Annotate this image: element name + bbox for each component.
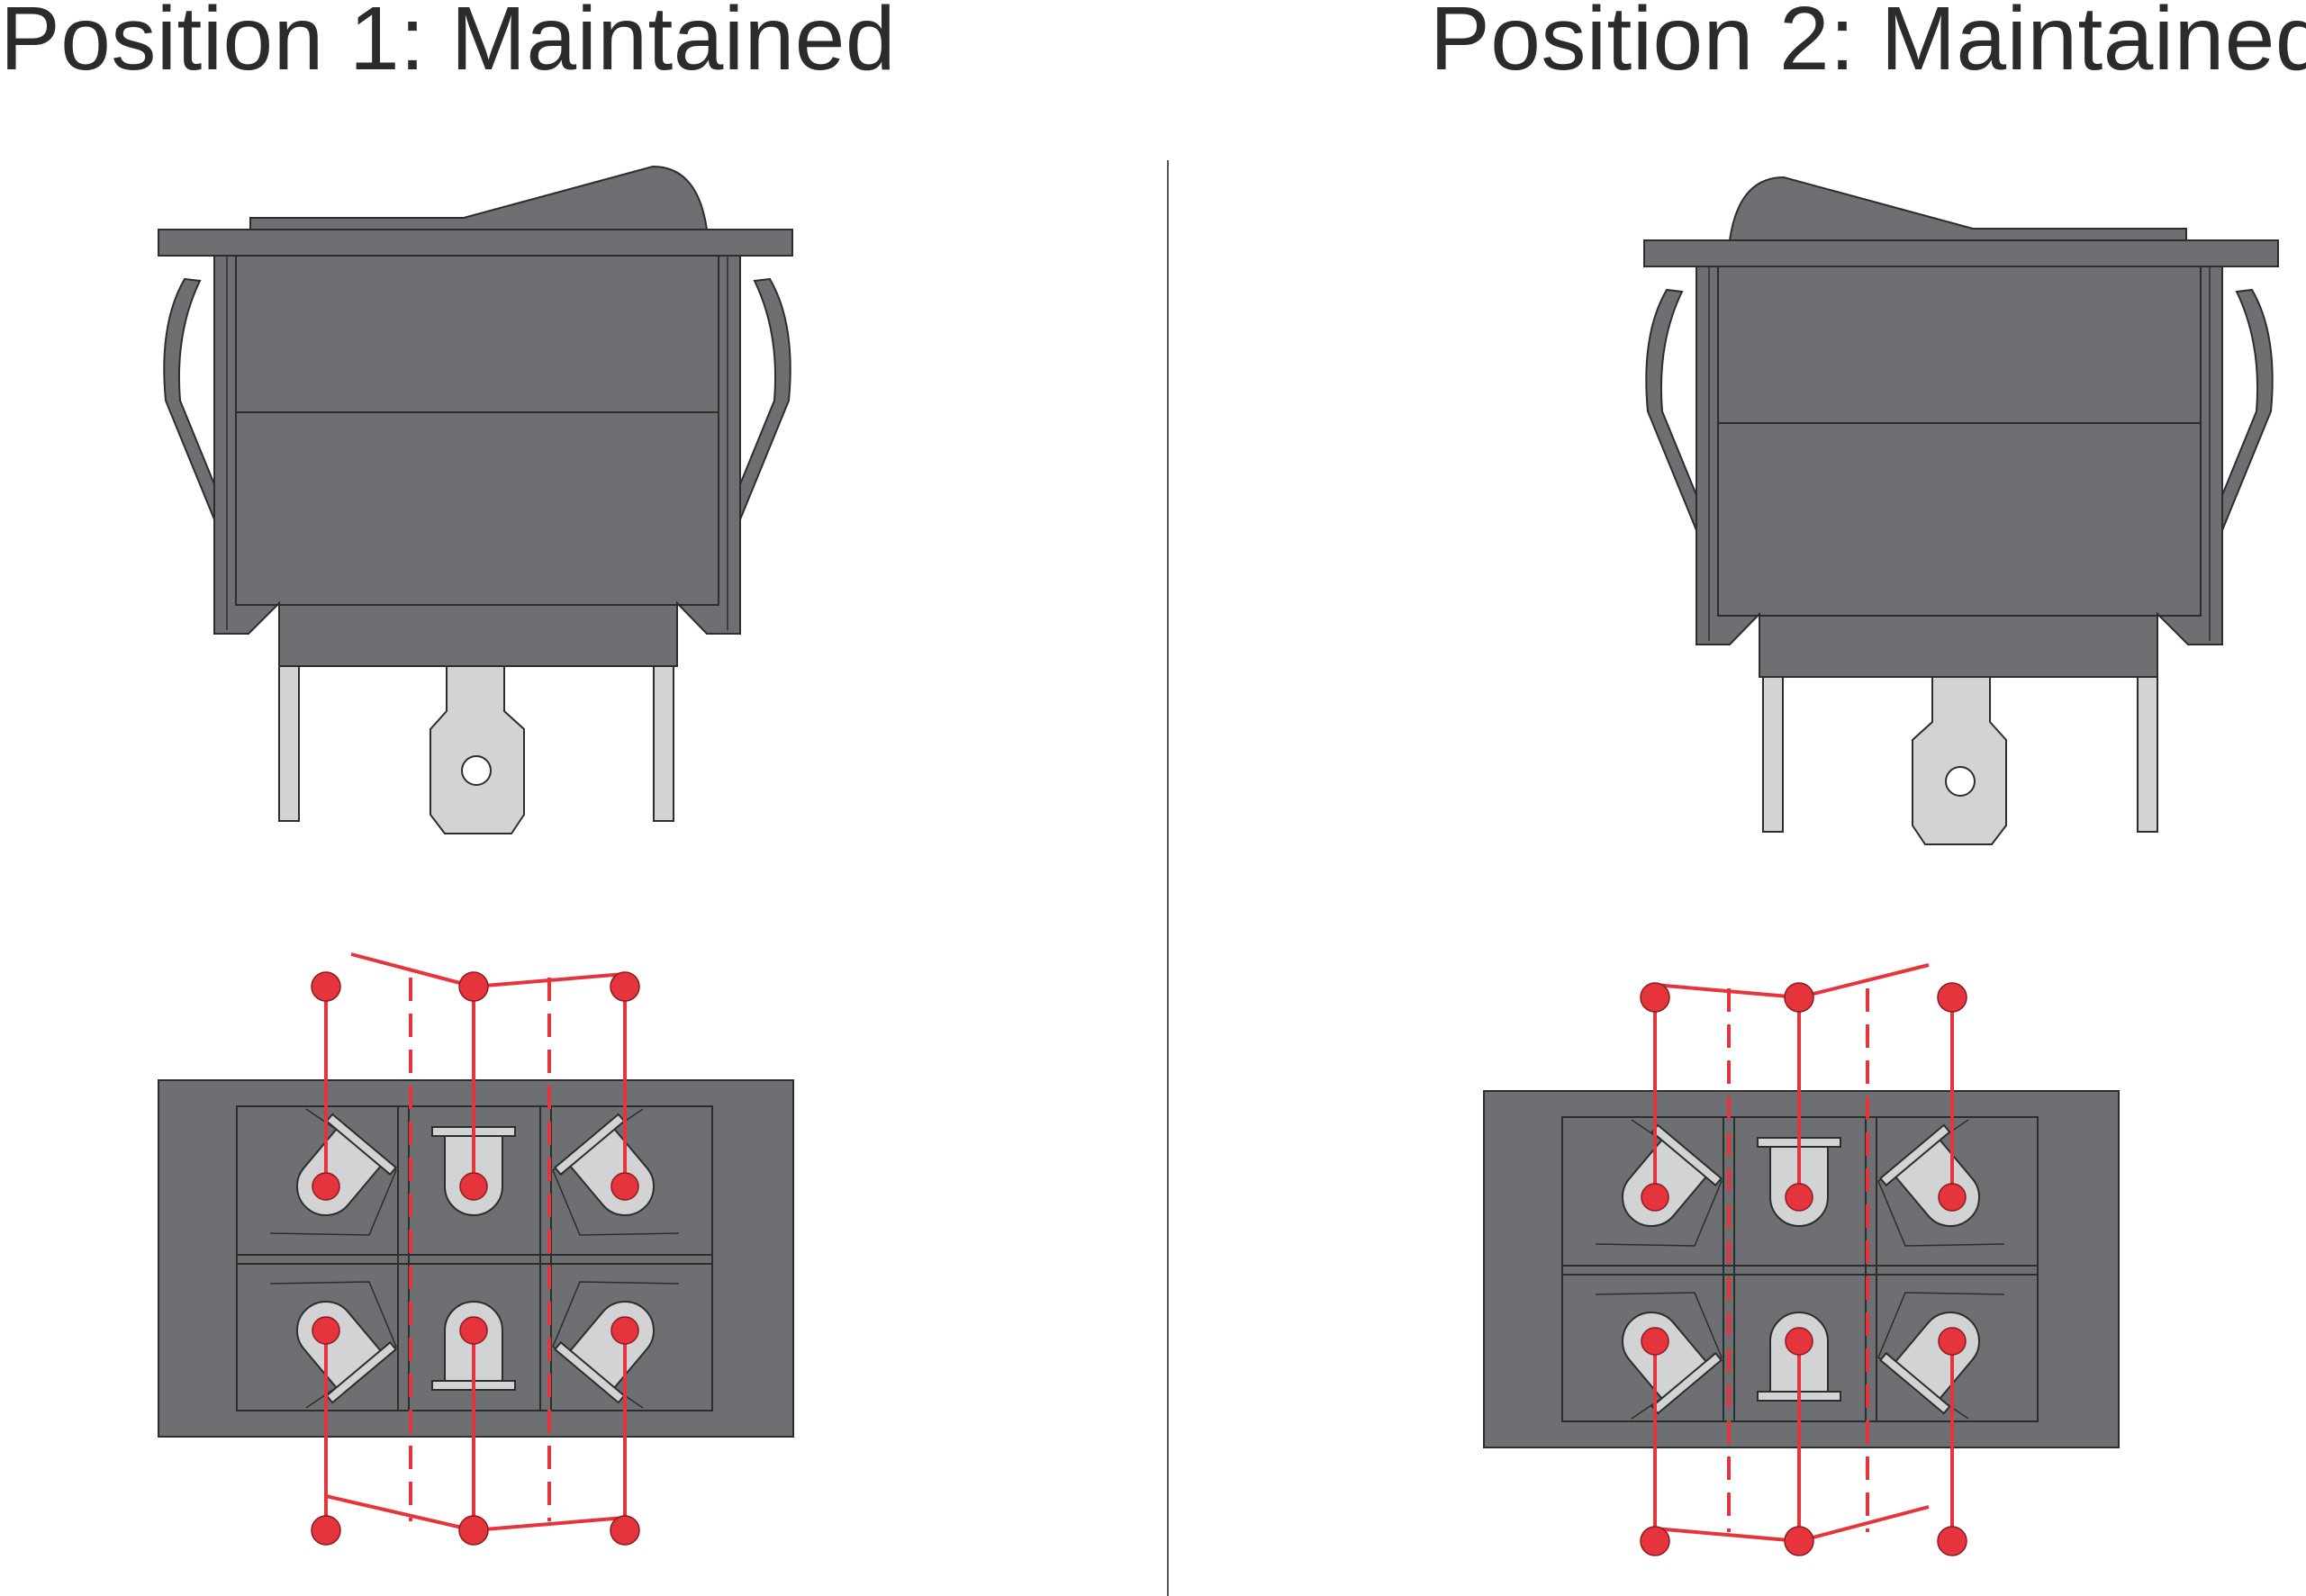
position-2-contact-dots [1640,982,1967,1556]
position-1-circuit [324,952,627,1532]
position-1-bottom-view [158,1080,793,1437]
position-2-bottom-view [1484,1091,2119,1447]
position-2-side-view [1643,176,2279,845]
position-2-title: Position 2: Maintained [1430,0,2306,89]
position-2-circuit [1653,963,1954,1543]
position-1-contact-dots [311,971,640,1546]
position-1-side-view [158,166,793,834]
position-1-title: Position 1: Maintained [0,0,896,89]
